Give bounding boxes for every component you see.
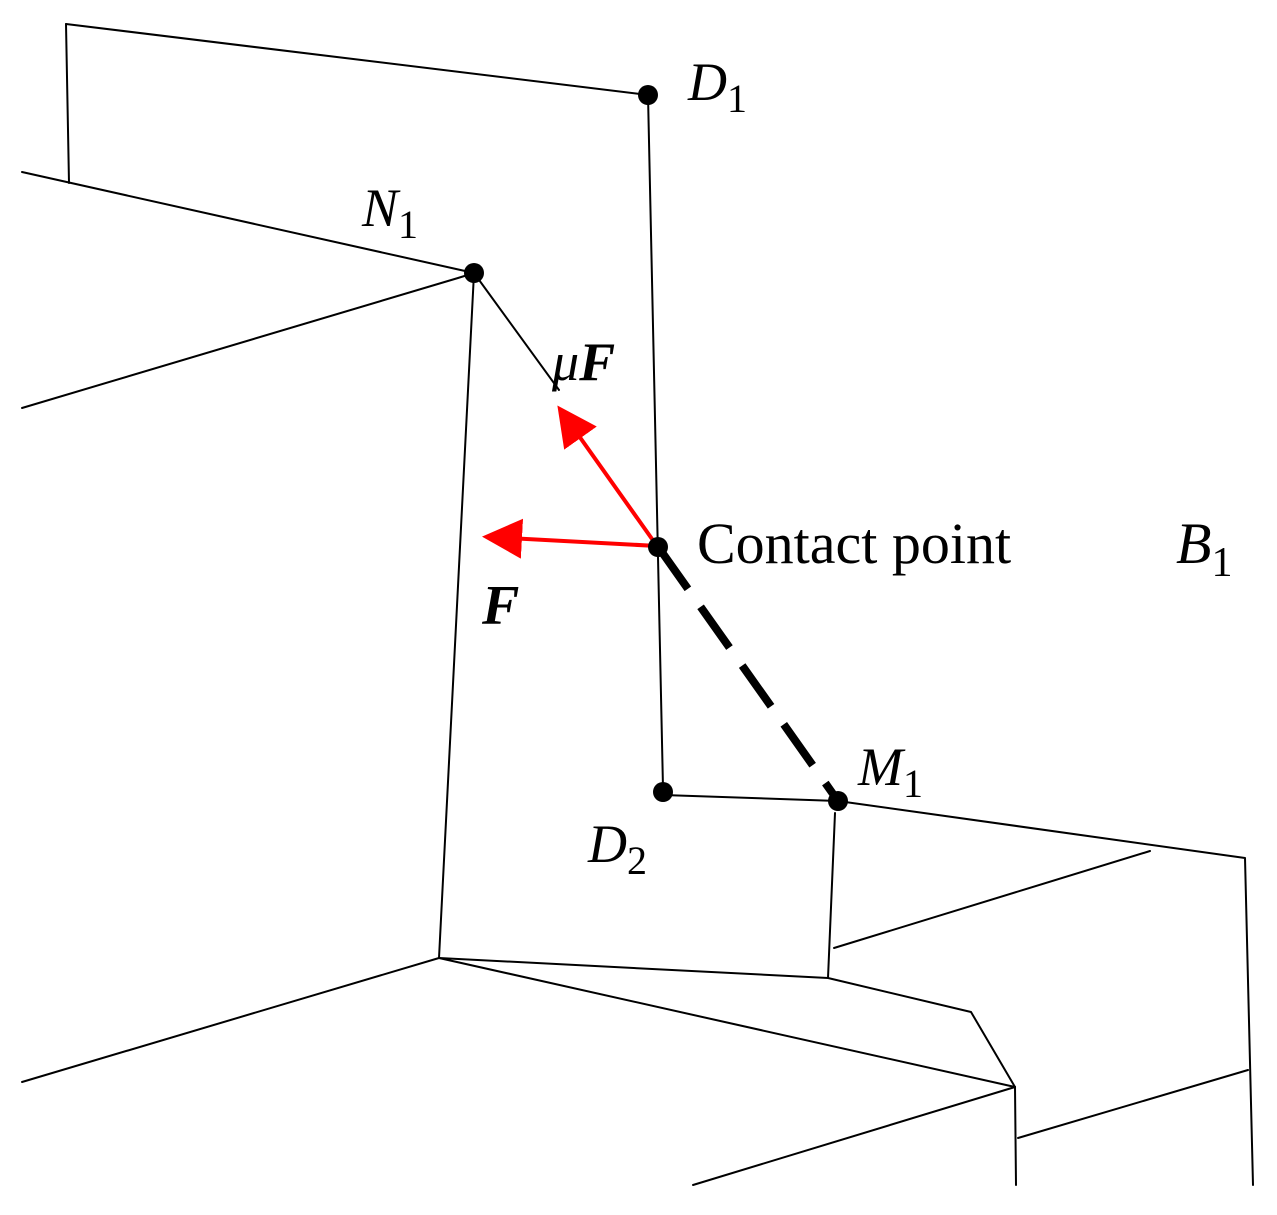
label-contact-point: Contact point [697, 511, 1011, 576]
contact-line-dashed [655, 545, 842, 804]
label-d1: D1 [687, 52, 747, 121]
point-b1 [648, 537, 668, 557]
point-d1 [638, 85, 658, 105]
friction-force-arrow [557, 405, 659, 548]
point-m1 [828, 791, 848, 811]
upper-block [21, 23, 664, 959]
label-n1: N1 [361, 178, 418, 247]
label-b1: B1 [1176, 511, 1232, 586]
label-normal-force: F [481, 575, 519, 637]
label-friction-force: μF [551, 332, 615, 392]
normal-force-arrow [482, 518, 658, 559]
label-m1: M1 [857, 737, 923, 806]
point-n1 [464, 263, 484, 283]
point-d2 [653, 782, 673, 802]
lower-block [21, 794, 1254, 1186]
label-d2: D2 [587, 814, 647, 883]
